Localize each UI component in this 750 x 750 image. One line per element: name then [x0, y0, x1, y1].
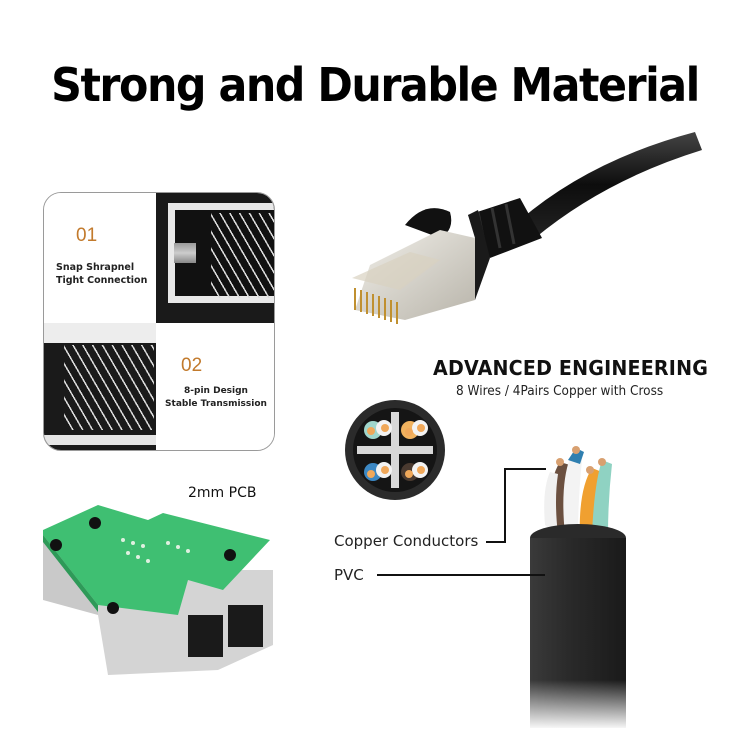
jack-edge	[44, 435, 156, 445]
feature-number: 02	[181, 355, 203, 376]
copper-callout-line	[504, 468, 506, 543]
feature-caption-line: 8-pin Design	[184, 386, 248, 396]
feature-caption-line: Snap Shrapnel	[56, 262, 135, 273]
feature-caption: Snap Shrapnel Tight Connection	[56, 261, 147, 287]
feature-caption-line: Tight Connection	[56, 275, 148, 286]
pin-closeup-image	[44, 323, 156, 450]
cable-cross-section-image	[345, 400, 445, 500]
feature-caption-line: Stable Transmission	[165, 399, 267, 409]
feature-caption: 8-pin Design Stable Transmission	[160, 385, 272, 411]
rj45-cable-image	[352, 132, 702, 324]
feature-panel: 01 Snap Shrapnel Tight Connection 02 8-p…	[43, 192, 275, 451]
feature-02: 02 8-pin Design Stable Transmission	[156, 323, 274, 450]
pvc-label: PVC	[334, 566, 364, 584]
feature-01: 01 Snap Shrapnel Tight Connection	[44, 193, 156, 323]
engineering-subline: 8 Wires / 4Pairs Copper with Cross	[456, 384, 664, 399]
copper-callout-line	[486, 541, 506, 543]
page-title: Strong and Durable Material	[51, 58, 700, 112]
shrapnel-contact	[174, 243, 196, 263]
pin-stripes	[64, 345, 154, 430]
pvc-callout-line	[377, 574, 545, 576]
copper-callout-line	[504, 468, 546, 470]
pcb-adapter-image	[43, 505, 273, 675]
engineering-headline: ADVANCED ENGINEERING	[433, 356, 709, 380]
copper-conductors-label: Copper Conductors	[334, 532, 479, 550]
stripped-cable-image	[530, 446, 626, 730]
jack-closeup-image	[156, 193, 274, 323]
pin-stripes	[211, 213, 274, 298]
feature-number: 01	[76, 225, 98, 246]
pcb-label: 2mm PCB	[188, 485, 257, 501]
jack-edge	[44, 323, 156, 343]
